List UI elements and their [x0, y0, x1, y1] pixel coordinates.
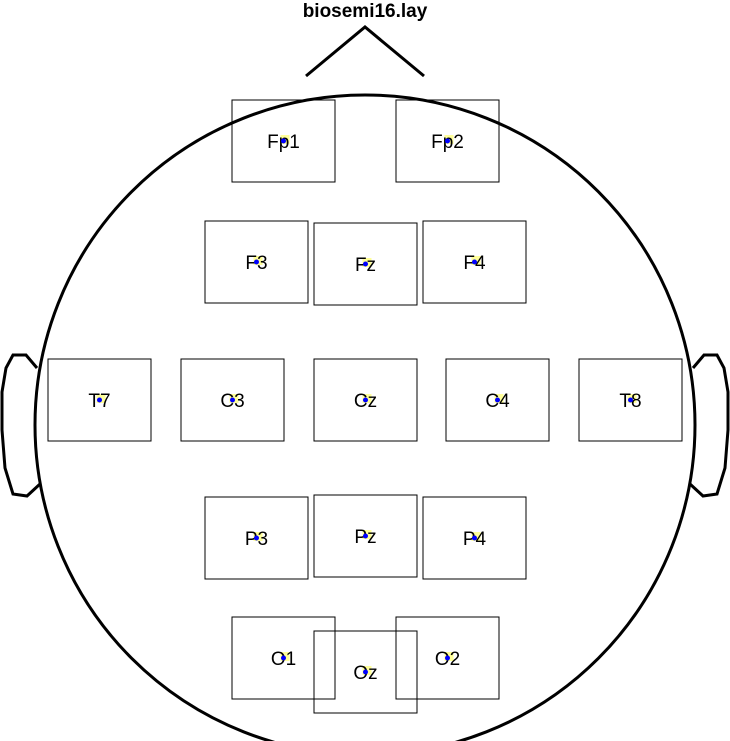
electrode-box — [445, 358, 550, 442]
electrode-fz: Fz — [313, 222, 418, 306]
layout-title: biosemi16.lay — [303, 1, 428, 22]
electrode-marker — [363, 261, 368, 267]
electrode-pz: Pz — [313, 494, 418, 578]
electrode-marker — [363, 397, 368, 403]
electrode-marker — [445, 138, 450, 144]
electrode-t8: T8 — [578, 358, 683, 442]
electrode-c3: C3 — [180, 358, 285, 442]
head-circle — [33, 93, 697, 741]
electrode-marker — [445, 655, 450, 661]
right-ear-outline — [688, 353, 730, 498]
electrode-box — [313, 630, 418, 714]
electrode-marker — [281, 655, 286, 661]
electrode-marker — [97, 397, 102, 403]
electrode-marker — [472, 259, 477, 265]
electrode-box — [231, 616, 336, 700]
head-outline — [0, 25, 730, 741]
electrode-c4: C4 — [445, 358, 550, 442]
electrode-box — [47, 358, 152, 442]
electrode-marker — [230, 397, 235, 403]
electrode-box — [313, 494, 418, 578]
electrode-box — [422, 220, 527, 304]
electrode-f3: F3 — [204, 220, 309, 304]
electrode-box — [395, 99, 500, 183]
electrode-box — [578, 358, 683, 442]
electrode-box — [204, 220, 309, 304]
electrode-f4: F4 — [422, 220, 527, 304]
electrode-marker — [254, 535, 259, 541]
nose-outline — [305, 25, 425, 78]
electrode-box — [313, 222, 418, 306]
electrode-box — [180, 358, 285, 442]
electrode-marker — [254, 259, 259, 265]
electrode-marker — [495, 397, 500, 403]
electrode-p4: P4 — [422, 496, 527, 580]
electrode-box — [231, 99, 336, 183]
electrode-box — [204, 496, 309, 580]
electrode-marker — [628, 397, 633, 403]
electrode-box — [395, 616, 500, 700]
electrode-t7: T7 — [47, 358, 152, 442]
electrode-p3: P3 — [204, 496, 309, 580]
electrode-marker — [363, 533, 368, 539]
electrode-box — [313, 358, 418, 442]
electrode-fp1: Fp1 — [231, 99, 336, 183]
electrode-fp2: Fp2 — [395, 99, 500, 183]
left-ear-outline — [0, 353, 42, 498]
electrode-marker — [472, 535, 477, 541]
electrode-marker — [363, 669, 368, 675]
electrode-marker — [281, 138, 286, 144]
electrode-cz: Cz — [313, 358, 418, 442]
electrode-o2: O2 — [395, 616, 500, 700]
electrode-o1: O1 — [231, 616, 336, 700]
electrode-group: Fp1 Fp2F3FzF4T7 C3 Cz C4 T8P3PzP4O1OzO2 — [47, 99, 683, 714]
electrode-box — [422, 496, 527, 580]
electrode-oz: Oz — [313, 630, 418, 714]
